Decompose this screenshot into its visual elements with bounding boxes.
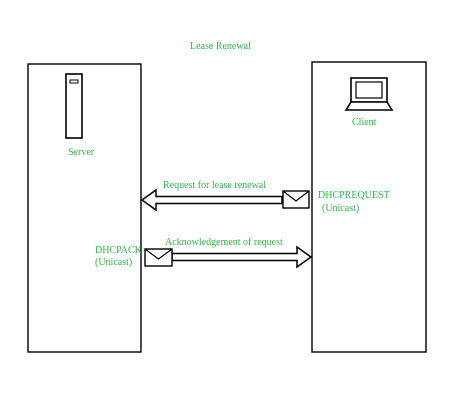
client-label: Client [352, 117, 377, 128]
ack-arrow [171, 245, 313, 269]
request-packet-mode: (Unicast) [322, 203, 360, 214]
request-packet-name: DHCPREQUEST [318, 190, 390, 201]
diagram-title: Lease Renewal [190, 41, 251, 52]
server-tower-icon [65, 73, 83, 139]
laptop-icon [344, 77, 394, 111]
ack-packet-name: DHCPACK [95, 245, 142, 256]
server-label: Server [68, 147, 95, 158]
server-box [27, 63, 142, 353]
ack-envelope-icon [144, 248, 173, 267]
request-description: Request for lease renewal [163, 180, 267, 191]
request-arrow [140, 188, 283, 212]
ack-packet-mode: (Unicast) [95, 257, 133, 268]
ack-description: Acknowledgement of request [165, 237, 283, 248]
request-envelope-icon [282, 190, 310, 209]
